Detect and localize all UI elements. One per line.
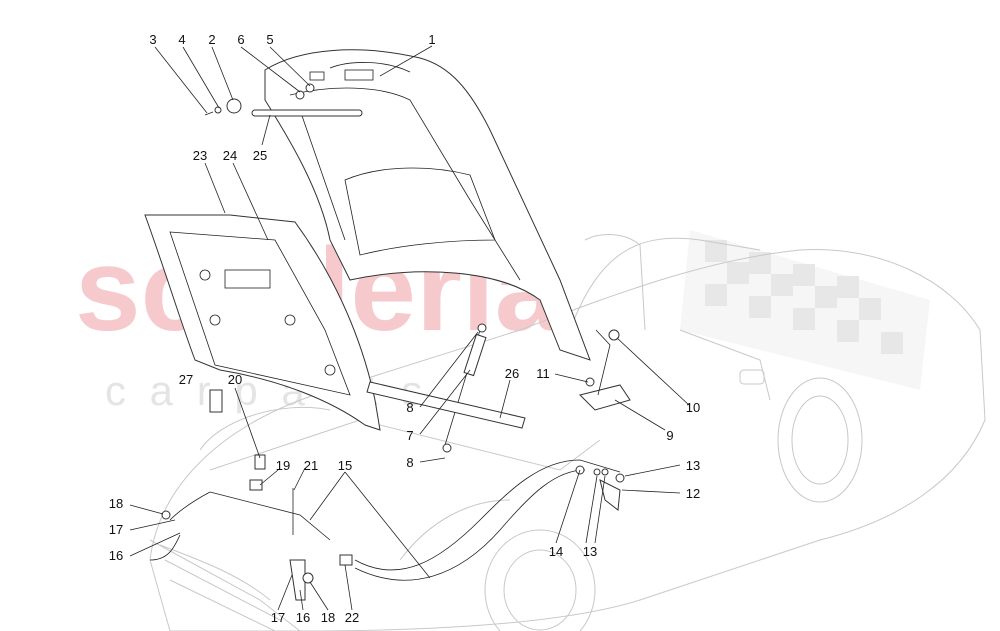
callout-label: 24	[223, 148, 237, 163]
callout-label: 17	[271, 610, 285, 625]
callout-label: 3	[149, 32, 156, 47]
callout-label: 23	[193, 148, 207, 163]
callout-label: 17	[109, 522, 123, 537]
callout-labels: 1 2 3 4 5 6 23 24 25 27 20 26 11 10 9 8 …	[109, 32, 700, 625]
callout-label: 6	[237, 32, 244, 47]
callout-label: 18	[321, 610, 335, 625]
callout-label: 19	[276, 458, 290, 473]
callout-label: 27	[179, 372, 193, 387]
callout-label: 14	[549, 544, 563, 559]
callout-label: 10	[686, 400, 700, 415]
callout-label: 16	[296, 610, 310, 625]
release-cables	[149, 389, 625, 601]
callout-label: 15	[338, 458, 352, 473]
checkered-flag-watermark	[680, 230, 930, 390]
car-body-outline	[149, 234, 986, 631]
callout-label: 13	[583, 544, 597, 559]
callout-label: 11	[536, 366, 550, 381]
callout-label: 4	[178, 32, 185, 47]
callout-label: 26	[505, 366, 519, 381]
callout-label: 7	[406, 428, 413, 443]
leader-lines	[129, 45, 691, 611]
callout-label: 13	[686, 458, 700, 473]
bonnet-panel	[264, 49, 591, 361]
callout-label: 8	[406, 400, 413, 415]
callout-label: 22	[345, 610, 359, 625]
latch-parts	[204, 83, 363, 117]
callout-label: 12	[686, 486, 700, 501]
callout-label: 2	[208, 32, 215, 47]
callout-label: 16	[109, 548, 123, 563]
callout-label: 20	[228, 372, 242, 387]
callout-label: 8	[406, 455, 413, 470]
callout-label: 5	[266, 32, 273, 47]
callout-label: 1	[428, 32, 435, 47]
hood-support-rod	[442, 323, 487, 453]
callout-label: 21	[304, 458, 318, 473]
callout-label: 9	[666, 428, 673, 443]
hood-insulation-panel	[144, 214, 381, 431]
callout-label: 25	[253, 148, 267, 163]
hood-hinge	[579, 329, 631, 411]
seal-strip	[366, 381, 526, 429]
callout-label: 18	[109, 496, 123, 511]
